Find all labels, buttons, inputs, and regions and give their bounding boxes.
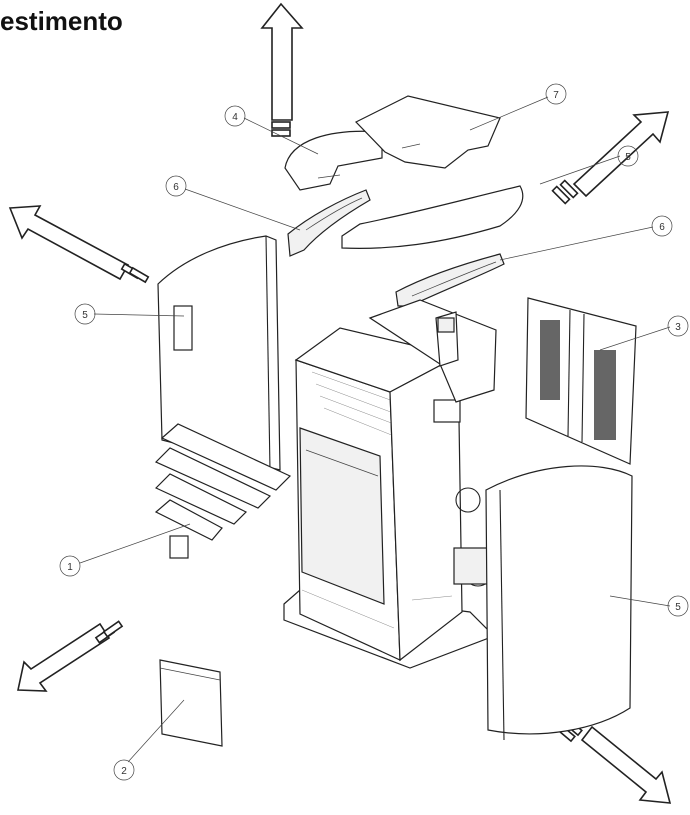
leader-lines: [79, 96, 671, 763]
left-side-panel-5: [157, 235, 281, 471]
right-front-curved-panel-5: [485, 465, 633, 741]
callout-label: 2: [121, 766, 127, 777]
callout-label: 3: [675, 322, 681, 333]
callout-label: 5: [675, 602, 681, 613]
callout-6-lower: 6: [651, 215, 673, 237]
callout-label: 5: [625, 152, 631, 163]
diagram-title: estimento: [0, 6, 123, 36]
rear-vent-panel-3: [525, 297, 637, 465]
top-cover-panel-4: [284, 130, 383, 191]
arrow-upper-left: [8, 205, 150, 284]
arrow-upper-right: [551, 111, 670, 205]
bottom-plate-2: [159, 659, 223, 747]
callout-3: 3: [667, 315, 689, 337]
callout-2: 2: [113, 759, 135, 781]
callout-1: 1: [59, 555, 81, 577]
front-tiles-1: [154, 423, 292, 559]
callout-6-upper: 6: [165, 175, 187, 197]
callout-label: 6: [173, 182, 179, 193]
callout-label: 1: [67, 562, 73, 573]
top-side-panel-right: [341, 185, 524, 249]
callout-label: 5: [82, 310, 88, 321]
callout-5-left: 5: [74, 303, 96, 325]
bracket-6-lower: [395, 253, 505, 307]
bracket-6-upper: [287, 189, 371, 257]
arrow-up: [260, 2, 304, 137]
callout-label: 4: [232, 112, 238, 123]
callout-label: 6: [659, 222, 665, 233]
arrow-lower-left: [17, 620, 124, 692]
top-cover-panel-7: [355, 95, 501, 169]
callout-5-right: 5: [667, 595, 689, 617]
callout-7: 7: [545, 83, 567, 105]
stove-body: [283, 299, 501, 669]
callout-4: 4: [224, 105, 246, 127]
callout-label: 7: [553, 90, 559, 101]
arrow-lower-right: [556, 717, 672, 804]
callout-5-top-right: 5: [617, 145, 639, 167]
